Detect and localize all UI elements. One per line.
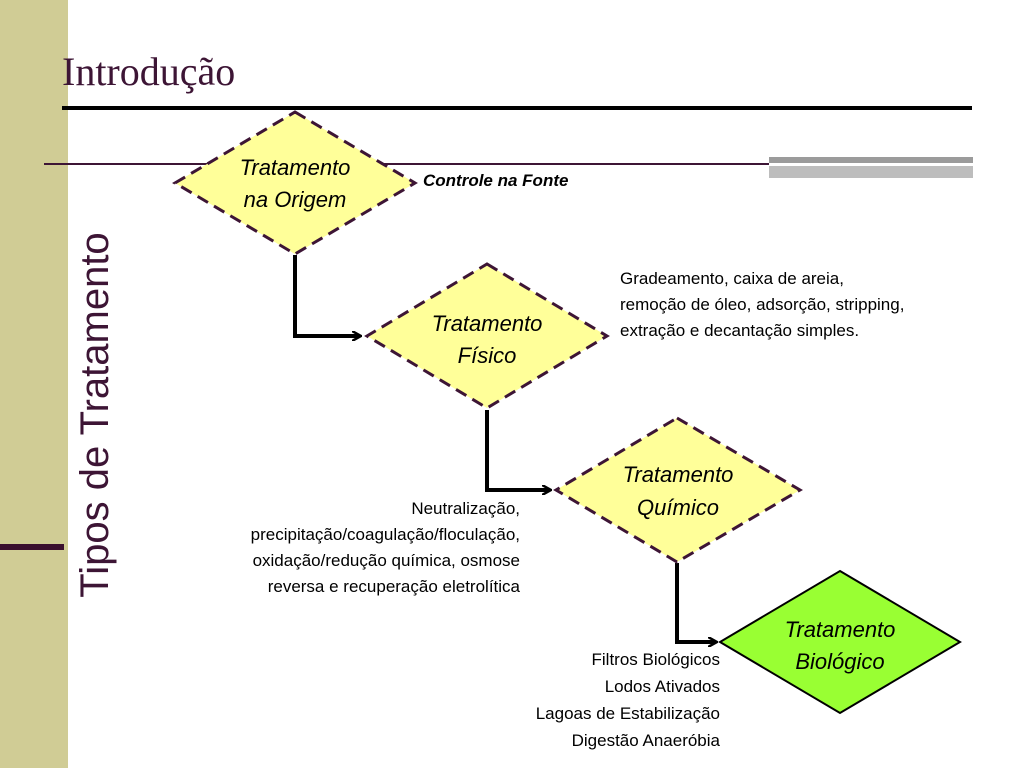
annotation-line: Neutralização,	[411, 499, 520, 518]
node-label-line1: Tratamento	[623, 462, 734, 487]
thin-rule	[44, 163, 770, 165]
annotation-line: Gradeamento, caixa de areia,	[620, 269, 844, 288]
node-label-line2: Biológico	[795, 649, 884, 674]
annotation-biologico: Filtros Biológicos Lodos Ativados Lagoas…	[440, 646, 720, 754]
annotation-line: reversa e recuperação eletrolítica	[267, 577, 520, 596]
connector-quimico-biologico	[675, 563, 716, 642]
diamond-shape	[553, 416, 803, 564]
annotation-line: Digestão Anaeróbia	[571, 731, 720, 750]
diamond-shape	[364, 262, 610, 410]
node-label-line1: Tratamento	[432, 311, 543, 336]
node-label-line1: Tratamento	[785, 617, 896, 642]
annotation-line: remoção de óleo, adsorção, stripping,	[620, 295, 905, 314]
annotation-line: precipitação/coagulação/floculação,	[250, 525, 520, 544]
node-fisico: Tratamento Físico	[364, 262, 610, 410]
node-label-line2: Químico	[637, 495, 719, 520]
annotation-line: Lodos Ativados	[604, 677, 720, 696]
node-origem: Tratamento na Origem	[172, 110, 418, 256]
diamond-shape	[718, 569, 962, 715]
annotation-fisico: Gradeamento, caixa de areia, remoção de …	[620, 266, 904, 344]
slide-title: Introdução	[62, 49, 236, 94]
diamond-shape	[172, 110, 418, 256]
connector-fisico-quimico	[485, 410, 550, 490]
sidebar-accent-bar	[0, 544, 64, 550]
annotation-quimico: Neutralização, precipitação/coagulação/f…	[140, 496, 520, 600]
decorative-gray-bar	[769, 157, 973, 178]
annotation-line: oxidação/redução química, osmose	[252, 551, 520, 570]
annotation-line: extração e decantação simples.	[620, 321, 860, 340]
node-biologico: Tratamento Biológico	[718, 569, 962, 715]
node-label-line1: Tratamento	[240, 155, 351, 180]
node-quimico: Tratamento Químico	[553, 416, 803, 564]
node-label-line2: Físico	[458, 343, 517, 368]
annotation-origem: Controle na Fonte	[423, 171, 569, 190]
node-label-line2: na Origem	[244, 187, 347, 212]
title-rule	[62, 106, 972, 110]
annotation-line: Filtros Biológicos	[591, 650, 721, 669]
sidebar-band	[0, 0, 68, 768]
connector-origem-fisico	[293, 255, 360, 336]
annotation-line: Lagoas de Estabilização	[535, 704, 720, 723]
